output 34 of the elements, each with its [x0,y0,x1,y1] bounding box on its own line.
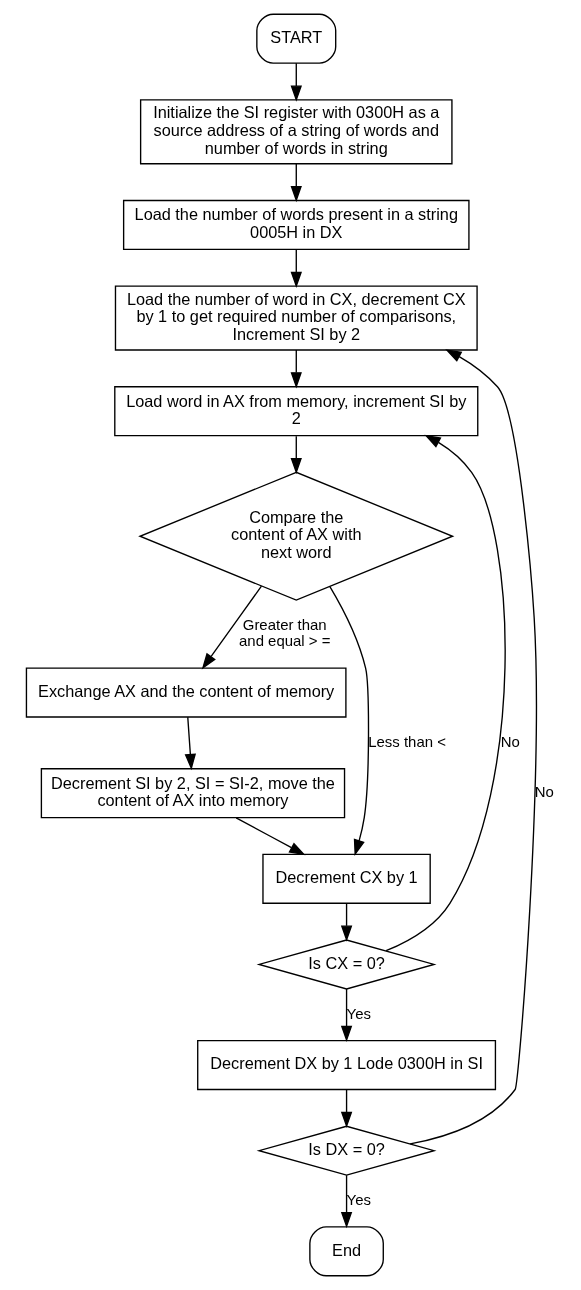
arrow [340,1089,353,1129]
node-box: Initialize the SI register with 0300H as a source address of a string of words and number of words in string [139,99,453,165]
edge-label: Greater than and equal > = [239,615,331,650]
arrow [340,988,353,1043]
node-box: Load the number of words present in a string 0005H in DX [122,199,470,251]
node-diamond: Is DX = 0? [256,1125,437,1176]
node-box: Decrement CX by 1 [262,853,431,904]
node-box: Load the number of word in CX, decrement CX by 1 to get required number of comparisons, Increment SI by 2 [114,285,478,351]
arrow [290,62,302,102]
edge-label: No [500,732,520,750]
arrow [409,349,538,1145]
node-box: Decrement SI by 2, SI = SI-2, move the content of AX into memory [40,768,346,819]
edge-label: Less than < [368,732,446,750]
node-box: START [256,13,337,64]
node-box: Decrement DX by 1 Lode 0300H in SI [197,1039,497,1091]
arrow [340,903,353,942]
arrow [290,349,302,389]
arrow [329,586,370,856]
node-box: Load word in AX from memory, increment SI by 2 [114,386,479,437]
arrow [235,817,306,856]
edge-label: Yes [346,1190,371,1208]
arrow [290,163,302,203]
edge-label: Yes [346,1004,371,1022]
arrow [290,435,302,475]
arrow [201,585,263,670]
node-diamond: Is CX = 0? [256,939,437,990]
arrow [385,434,506,952]
arrow [340,1174,353,1229]
arrow [184,716,197,771]
node-box: Exchange AX and the content of memory [25,667,347,718]
edge-label: No [534,782,554,800]
arrow [290,248,302,289]
node-diamond: Compare the content of AX with next word [138,471,455,601]
node-box: End [309,1226,384,1277]
